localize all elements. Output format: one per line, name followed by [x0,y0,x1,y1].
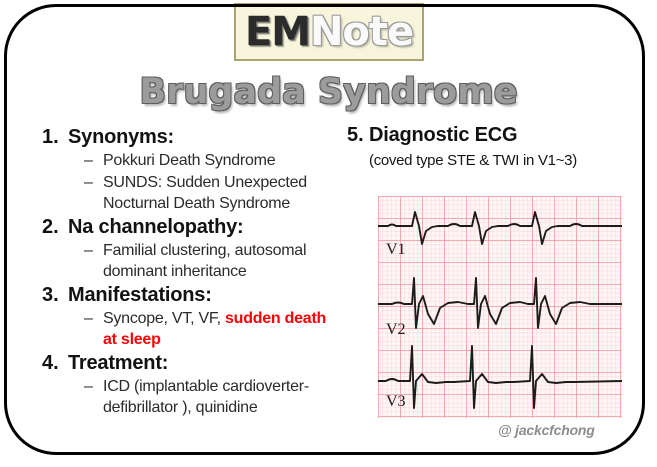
item-number: 4. [42,352,59,374]
bullet-dash-icon: – [84,152,93,169]
right-content-column: 5. Diagnostic ECG (coved type STE & TWI … [347,124,637,169]
ecg-trace-v2 [378,277,622,329]
logo-text-note: Note [309,9,414,55]
list-item: 3. Manifestations: – Syncope, VT, VF, su… [36,284,341,350]
ecg-trace-v1 [378,211,622,245]
ecg-svg: V1 V2 V3 [378,196,622,418]
bullet-dash-icon: – [84,174,93,191]
item-heading-row: 1. Synonyms: [36,126,341,149]
page-title: Brugada Syndrome [139,72,518,112]
item-heading-row: 5. Diagnostic ECG [347,124,637,147]
sub-bullet: – ICD (implantable cardioverter-defibril… [36,376,341,418]
sub-bullet: – Syncope, VT, VF, sudden death at sleep [36,308,341,350]
item-number: 5. [347,124,364,146]
list-item: 1. Synonyms: – Pokkuri Death Syndrome – … [36,126,341,214]
bullet-text: SUNDS: Sudden Unexpected Nocturnal Death… [103,174,307,212]
item-heading-row: 4. Treatment: [36,352,341,375]
list-item: 4. Treatment: – ICD (implantable cardiov… [36,352,341,418]
item-title: Diagnostic ECG [369,124,518,146]
item-title: Treatment: [68,352,169,374]
ecg-trace-v3 [378,345,622,409]
bullet-text: ICD (implantable cardioverter-defibrilla… [103,378,309,416]
bullet-text: Familial clustering, autosomal dominant … [103,242,307,280]
item-title: Na channelopathy: [68,216,244,238]
bullet-text-plain: Syncope, VT, VF, [103,310,226,327]
left-content-column: 1. Synonyms: – Pokkuri Death Syndrome – … [36,126,341,420]
author-watermark: @ jackcfchong [498,422,595,438]
item-heading-row: 3. Manifestations: [36,284,341,307]
logo-text-em: EM [244,9,311,55]
list-item: 2. Na channelopathy: – Familial clusteri… [36,216,341,282]
bullet-text-emphasis: sudden death at sleep [103,310,327,348]
item-number: 3. [42,284,59,306]
sub-bullet: – Familial clustering, autosomal dominan… [36,240,341,282]
item-heading-row: 2. Na channelopathy: [36,216,341,239]
ecg-lead-label-v1: V1 [386,241,406,258]
ecg-subtitle: (coved type STE & TWI in V1~3) [369,152,577,169]
item-title: Manifestations: [68,284,212,306]
item-number: 1. [42,126,59,148]
bullet-dash-icon: – [84,242,93,259]
ecg-lead-label-v3: V3 [386,393,406,410]
bullet-dash-icon: – [84,378,93,395]
bullet-text: Pokkuri Death Syndrome [103,152,276,169]
sub-bullet: – Pokkuri Death Syndrome [36,150,341,171]
item-title: Synonyms: [68,126,175,148]
ecg-lead-label-v2: V2 [386,321,406,338]
bullet-dash-icon: – [84,310,93,327]
bullet-text: Syncope, VT, VF, sudden death at sleep [103,308,341,350]
sub-bullet: – SUNDS: Sudden Unexpected Nocturnal Dea… [36,172,341,214]
ecg-strip-image: V1 V2 V3 [378,196,622,418]
item-number: 2. [42,216,59,238]
